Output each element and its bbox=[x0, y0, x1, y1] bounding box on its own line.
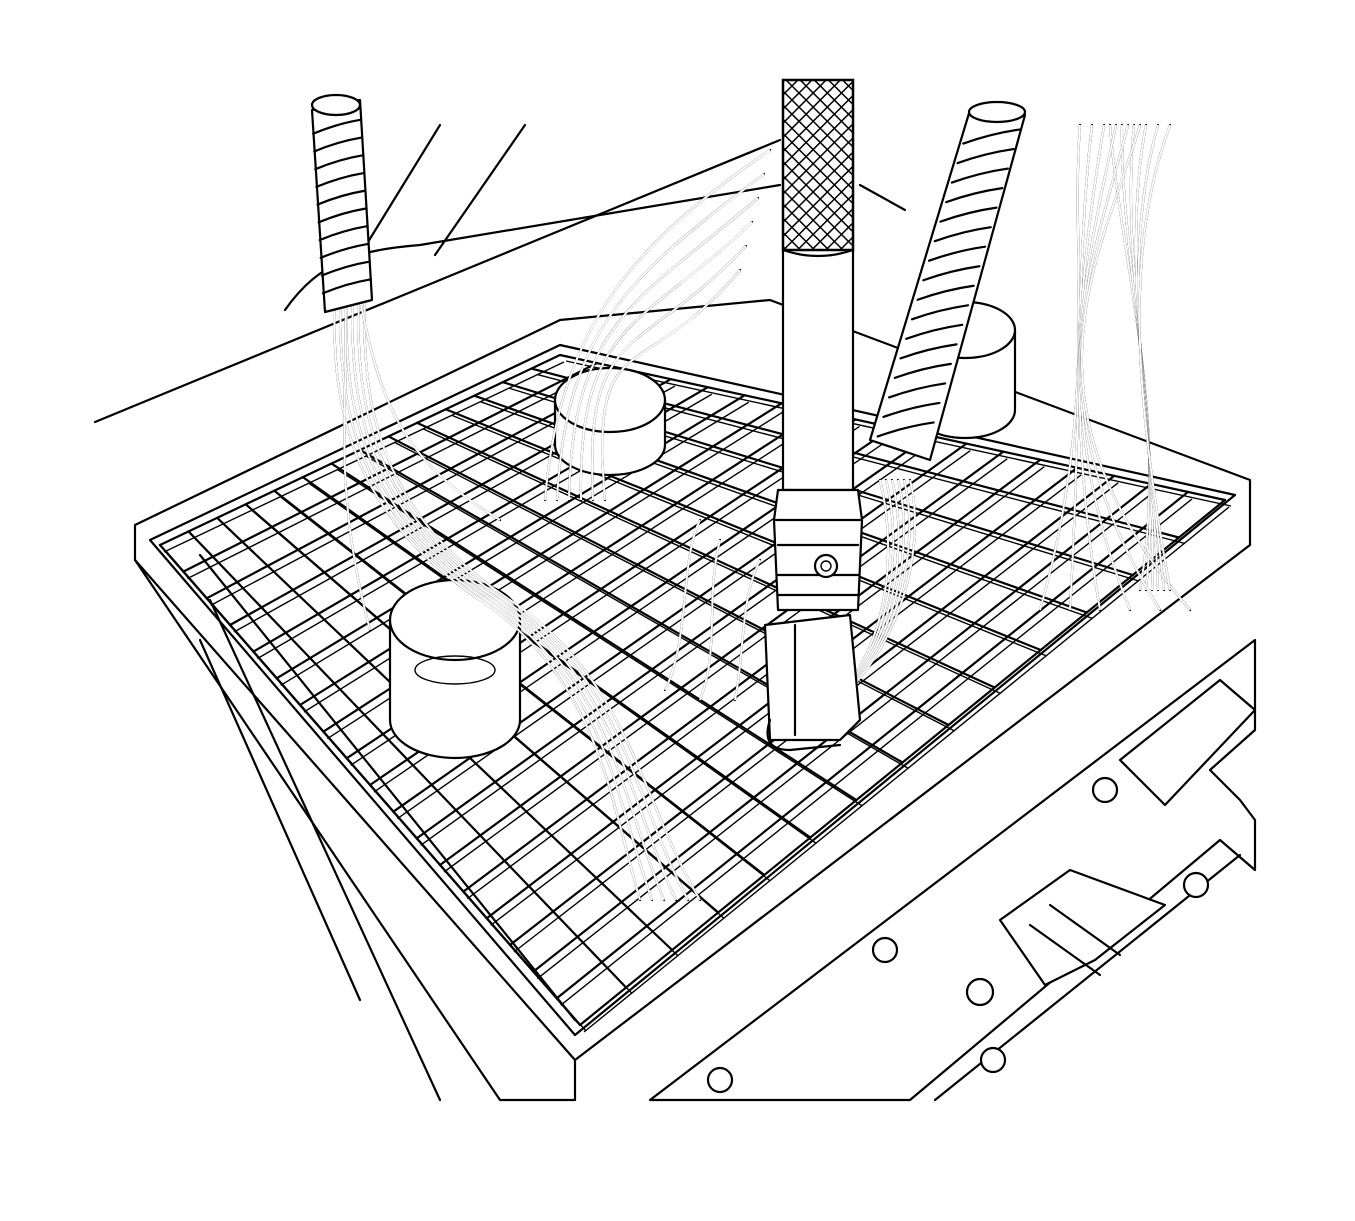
spiral-band bbox=[876, 421, 935, 438]
plate-hole bbox=[979, 1046, 1007, 1074]
spiral-band bbox=[950, 167, 1009, 184]
grid-line bbox=[415, 442, 968, 840]
spiral-band bbox=[315, 171, 366, 189]
grid-line-shadow bbox=[303, 409, 787, 713]
spiral-band bbox=[311, 118, 363, 135]
wire-fill bbox=[579, 221, 753, 501]
plate-hole bbox=[871, 936, 899, 964]
wire-fill bbox=[357, 299, 689, 901]
spiral-band bbox=[318, 224, 369, 242]
grid-line bbox=[182, 361, 599, 573]
wire-fill bbox=[664, 519, 701, 691]
grid-line-shadow bbox=[583, 506, 1230, 1033]
probe-tool bbox=[763, 78, 864, 752]
spiral-band bbox=[962, 128, 1021, 145]
plate-hole bbox=[706, 1066, 734, 1094]
wire-fill bbox=[343, 299, 371, 631]
wire-bundles bbox=[333, 123, 1192, 902]
spiral-band bbox=[317, 207, 368, 224]
plate-hole bbox=[965, 977, 995, 1007]
wire-fill bbox=[699, 539, 721, 701]
spiral-band bbox=[893, 362, 952, 379]
spiral-band bbox=[313, 136, 364, 153]
spiral-wrap-left bbox=[310, 93, 374, 314]
spiral-band bbox=[882, 401, 941, 419]
spiral-band bbox=[316, 189, 367, 206]
wire-fill bbox=[1138, 124, 1171, 591]
mounting-plate bbox=[648, 638, 1257, 1102]
spiral-band bbox=[927, 245, 987, 262]
grid-line-shadow bbox=[560, 498, 1193, 1006]
wire-fill bbox=[556, 173, 765, 501]
background-panel bbox=[93, 123, 907, 424]
wire-fill bbox=[363, 299, 701, 901]
grid-line bbox=[462, 458, 1042, 893]
spiral-band bbox=[939, 206, 998, 223]
wire-fill bbox=[734, 559, 761, 701]
spiral-band bbox=[888, 382, 947, 399]
grid-line-shadow bbox=[443, 458, 1008, 873]
wire-fill bbox=[601, 269, 741, 501]
wire-fill bbox=[1080, 124, 1191, 611]
spiral-band bbox=[910, 304, 970, 321]
spiral-band bbox=[933, 226, 992, 243]
spiral-band bbox=[319, 242, 370, 259]
wire-fill bbox=[359, 299, 501, 521]
spiral-band bbox=[321, 278, 373, 295]
spiral-band bbox=[905, 323, 964, 340]
spiral-band bbox=[320, 260, 371, 277]
plate-slot bbox=[1118, 678, 1257, 807]
spiral-band bbox=[314, 154, 365, 171]
wire-fill bbox=[544, 149, 771, 501]
wire-fill bbox=[339, 299, 653, 901]
knurled-grip bbox=[781, 78, 855, 252]
spiral-band bbox=[945, 187, 1004, 204]
grid-line-shadow bbox=[420, 450, 971, 846]
grid-line bbox=[555, 490, 1190, 1000]
wire-fill bbox=[345, 299, 665, 901]
wire-fill bbox=[351, 299, 677, 901]
grid-line-shadow bbox=[466, 466, 1045, 900]
plate-hole bbox=[1091, 776, 1119, 804]
spiral-band bbox=[899, 343, 958, 360]
grid-line-shadow bbox=[280, 401, 750, 686]
spiral-band bbox=[956, 147, 1015, 165]
grid-line bbox=[298, 402, 783, 707]
wire-fill bbox=[568, 197, 759, 501]
grid-line bbox=[275, 394, 746, 680]
grid-line bbox=[578, 498, 1227, 1027]
spiral-band bbox=[922, 265, 981, 282]
plate-hole bbox=[1182, 871, 1210, 899]
wire-fill bbox=[591, 245, 747, 501]
spiral-band bbox=[916, 284, 975, 301]
spiral-wrap-right bbox=[868, 100, 1027, 462]
wire-fill bbox=[333, 299, 641, 901]
